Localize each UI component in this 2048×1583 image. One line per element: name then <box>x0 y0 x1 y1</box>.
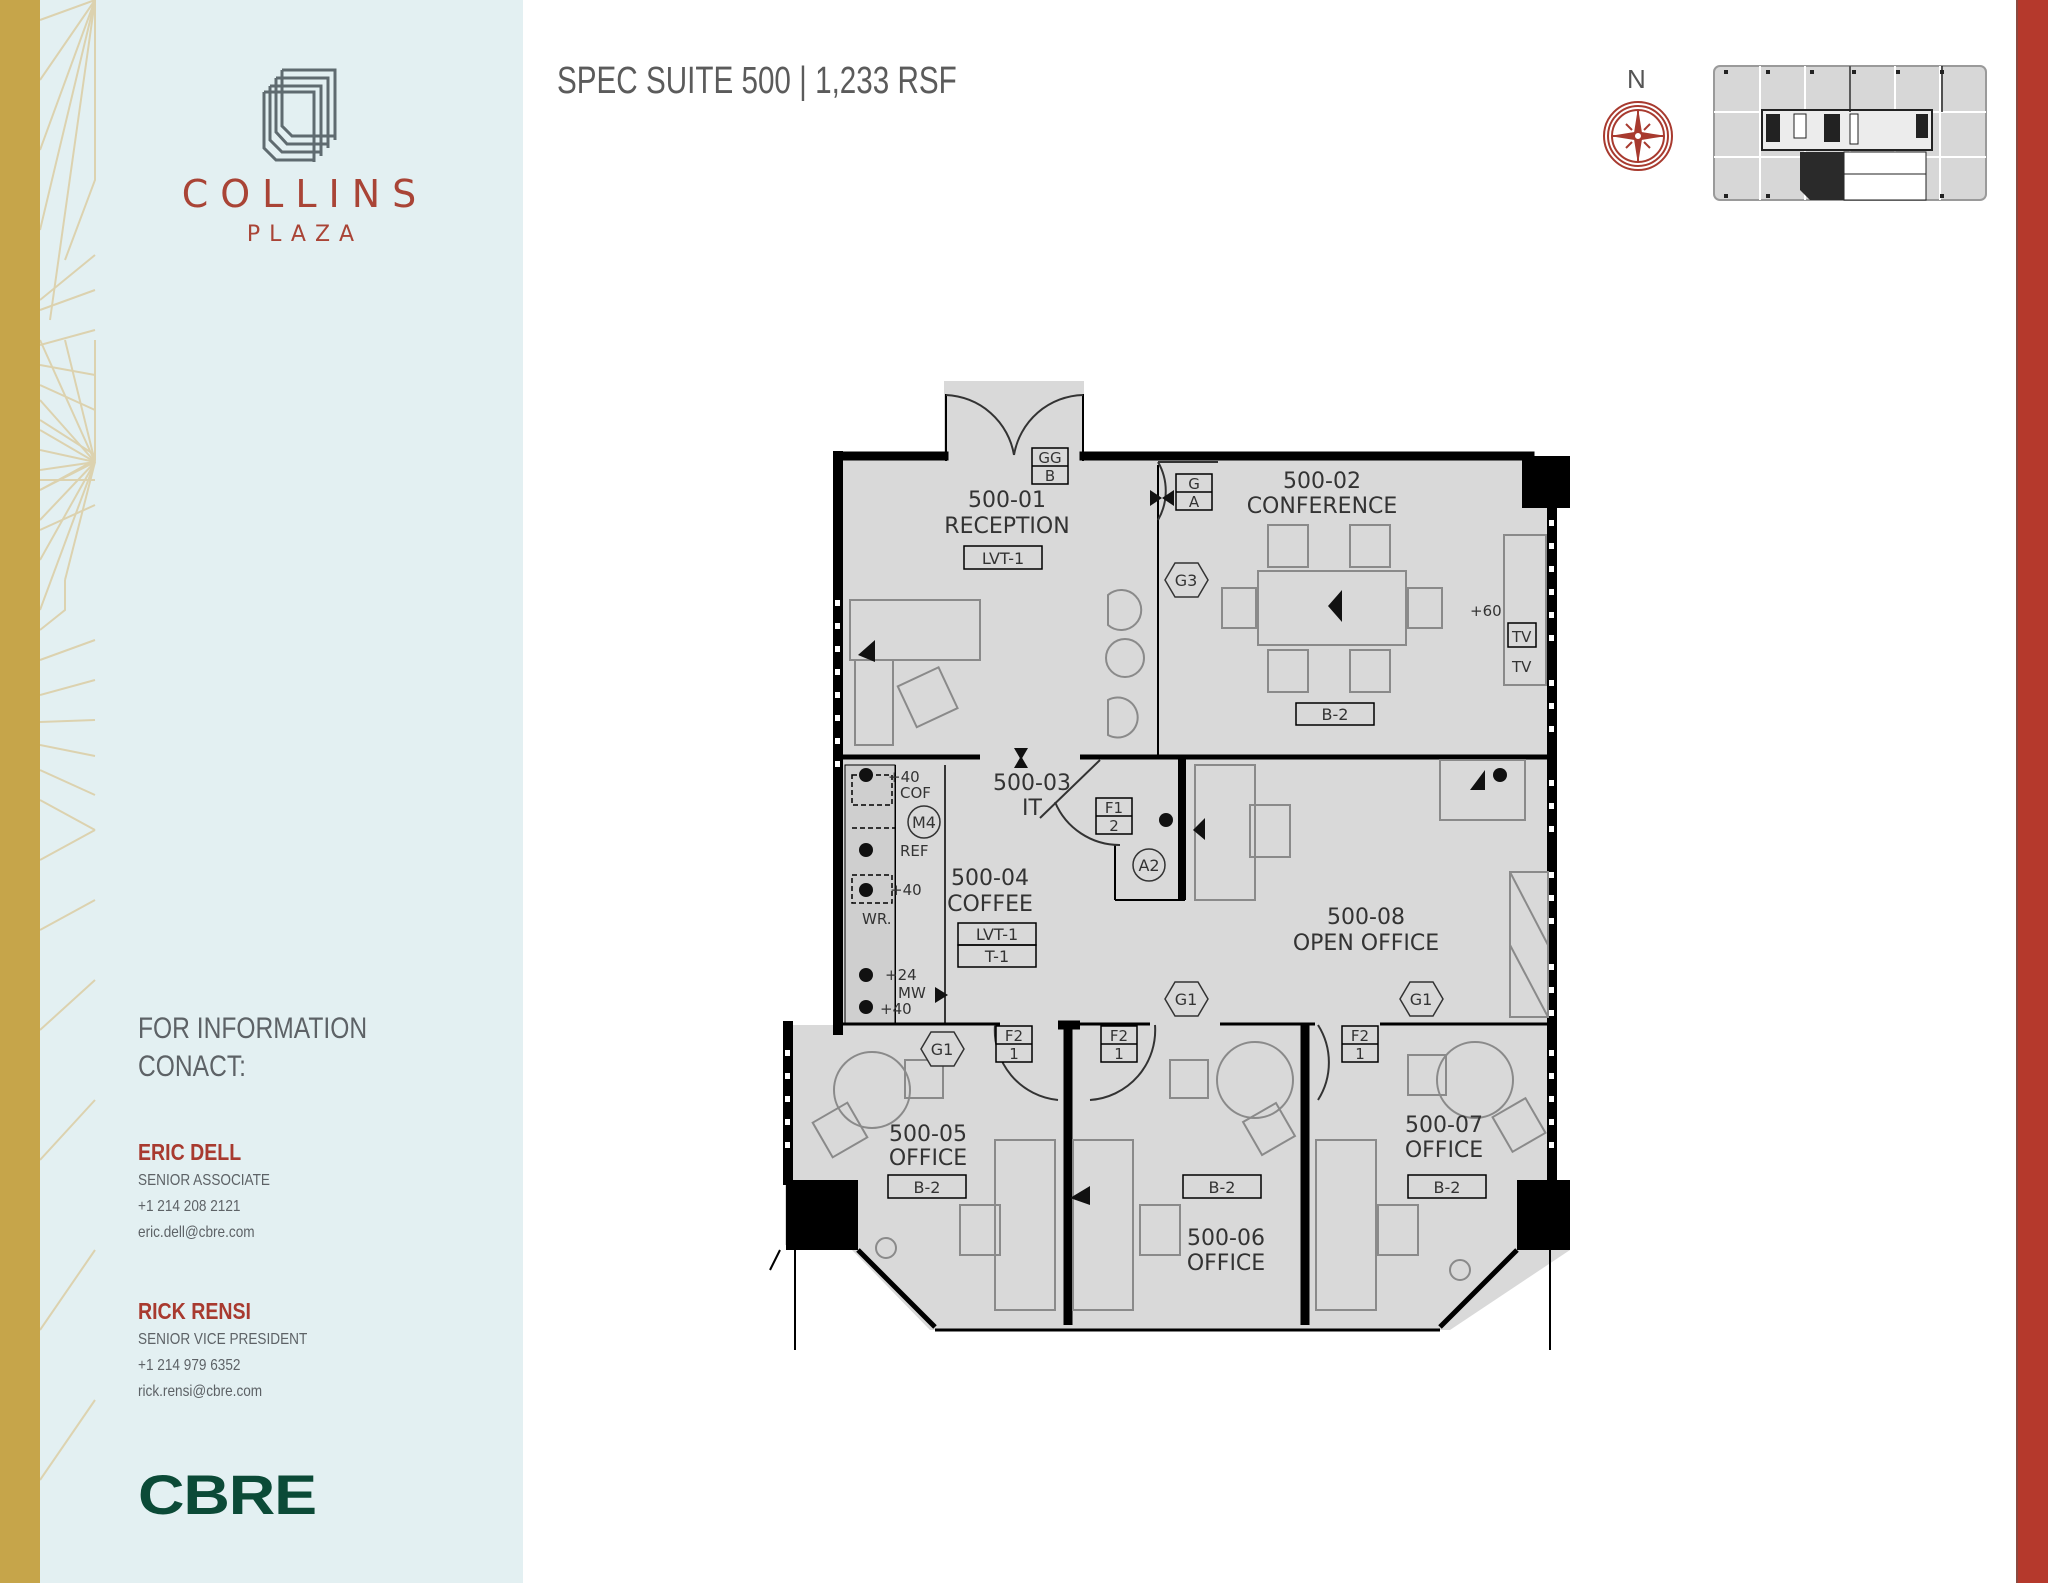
sunburst-decoration <box>40 0 96 1481</box>
annotation: +40 <box>880 1000 912 1018</box>
annotation: +60 <box>1470 602 1502 620</box>
annotation: +40 <box>890 881 922 899</box>
contact-name: ERIC DELL <box>138 1139 242 1165</box>
room-name-office-05: OFFICE <box>889 1146 967 1171</box>
room-number-500-05: 500-05 <box>889 1122 967 1147</box>
door-tag-bottom: B <box>1045 467 1055 485</box>
equipment-tag: A2 <box>1138 856 1159 875</box>
annotation: +24 <box>885 966 917 984</box>
door-tag-bottom: 2 <box>1109 817 1119 835</box>
room-name-coffee: COFFEE <box>947 892 1033 917</box>
contact-card-eric-dell: ERIC DELL SENIOR ASSOCIATE +1 214 208 21… <box>138 1138 270 1246</box>
room-number-500-06: 500-06 <box>1187 1226 1265 1251</box>
door-tag-top: F2 <box>1110 1027 1128 1045</box>
contact-phone[interactable]: +1 214 208 2121 <box>138 1198 241 1215</box>
room-number-500-02: 500-02 <box>1283 469 1361 494</box>
contact-role: SENIOR ASSOCIATE <box>138 1172 271 1189</box>
room-name-conference: CONFERENCE <box>1247 494 1398 519</box>
room-number-500-04: 500-04 <box>951 866 1029 891</box>
finish-tag: B-2 <box>1434 1178 1461 1197</box>
door-tag-top: F1 <box>1105 799 1123 817</box>
door-tag-top: F2 <box>1351 1027 1369 1045</box>
contact-email[interactable]: rick.rensi@cbre.com <box>138 1383 263 1400</box>
contact-phone[interactable]: +1 214 979 6352 <box>138 1357 241 1374</box>
door-tag-top: G <box>1188 475 1200 493</box>
room-name-office-06: OFFICE <box>1187 1251 1265 1276</box>
finish-tag: B-2 <box>1322 705 1349 724</box>
annotation: WR. <box>862 910 892 928</box>
contact-email[interactable]: eric.dell@cbre.com <box>138 1224 255 1241</box>
finish-tag: LVT-1 <box>976 925 1018 944</box>
collins-plaza-logo-mark <box>262 68 337 162</box>
finish-tag: B-2 <box>1209 1178 1236 1197</box>
contact-heading-line2: CONACT: <box>138 1050 246 1083</box>
hex-tag: G1 <box>1410 990 1433 1009</box>
finish-tag: B-2 <box>914 1178 941 1197</box>
annotation: +40 <box>888 768 920 786</box>
contact-role: SENIOR VICE PRESIDENT <box>138 1331 308 1348</box>
contact-card-rick-rensi: RICK RENSI SENIOR VICE PRESIDENT +1 214 … <box>138 1297 307 1405</box>
brand-name: COLLINS <box>181 172 429 216</box>
brand-subtitle: PLAZA <box>246 222 364 247</box>
red-accent-stripe <box>2016 0 2048 1583</box>
room-name-reception: RECEPTION <box>944 514 1069 539</box>
sidebar: COLLINS PLAZA FOR INFORMATION CONACT: ER… <box>40 0 523 1583</box>
building-key-plan <box>1713 65 1987 201</box>
hex-tag: G3 <box>1175 571 1198 590</box>
finish-tag: LVT-1 <box>982 549 1024 568</box>
door-tag-bottom: 1 <box>1355 1045 1365 1063</box>
door-tag-bottom: 1 <box>1114 1045 1124 1063</box>
room-name-office-07: OFFICE <box>1405 1138 1483 1163</box>
hex-tag: G1 <box>1175 990 1198 1009</box>
compass-rose-icon <box>1603 101 1673 171</box>
finish-tag: T-1 <box>984 947 1009 966</box>
room-number-500-03: 500-03 <box>993 771 1071 796</box>
annotation: COF <box>900 784 931 802</box>
room-number-500-08: 500-08 <box>1327 905 1405 930</box>
annotation: MW <box>898 984 926 1002</box>
room-number-500-07: 500-07 <box>1405 1113 1483 1138</box>
hex-tag: G1 <box>931 1040 954 1059</box>
annotation: TV <box>1511 658 1532 676</box>
cbre-logo: CBRE <box>138 1463 317 1526</box>
door-tag-bottom: A <box>1189 493 1200 511</box>
door-tag-bottom: 1 <box>1009 1045 1019 1063</box>
annotation: REF <box>900 842 929 860</box>
room-number-500-01: 500-01 <box>968 488 1046 513</box>
contact-heading: FOR INFORMATION CONACT: <box>138 1010 367 1086</box>
page-title: SPEC SUITE 500 | 1,233 RSF <box>557 60 957 102</box>
room-name-it: IT <box>1022 796 1042 821</box>
floor-plan: 500-01 RECEPTION 500-02 CONFERENCE 500-0… <box>769 381 1570 1350</box>
contact-heading-line1: FOR INFORMATION <box>138 1012 368 1045</box>
gold-accent-stripe <box>0 0 40 1583</box>
contact-name: RICK RENSI <box>138 1298 251 1324</box>
door-tag-top: F2 <box>1005 1027 1023 1045</box>
room-name-open-office: OPEN OFFICE <box>1293 931 1439 956</box>
equipment-tag: M4 <box>912 813 936 832</box>
door-tag-top: GG <box>1038 449 1061 467</box>
annotation: TV <box>1511 628 1532 646</box>
compass-north-label: N <box>1627 64 1646 94</box>
